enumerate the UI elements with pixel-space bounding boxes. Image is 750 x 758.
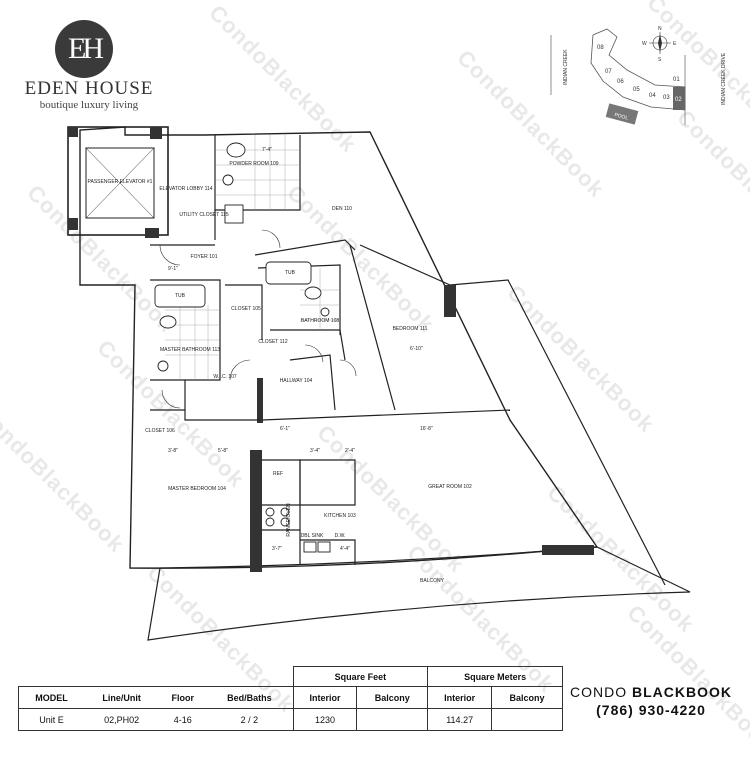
fixture-label-range: RANGE/OVEN [286,503,292,537]
contact-brand-prefix: CONDO [570,684,632,700]
fixture-label-sink: DBL SINK [301,533,324,539]
svg-text:03: 03 [663,95,670,101]
spec-table: Square Feet Square Meters MODEL Line/Uni… [18,666,563,731]
contact-brand: CONDO BLACKBOOK [566,684,736,700]
cell-model: Unit E [18,708,85,731]
cell-sqft-balcony [356,708,428,731]
room-label-bedroom: BEDROOM 111 [393,326,428,332]
room-label-master-bath: MASTER BATHROOM 113 [160,347,220,353]
svg-text:9'-1": 9'-1" [168,266,178,272]
room-label-foyer: FOYER 101 [191,254,218,260]
room-label-wic: W.I.C. 107 [213,374,237,380]
cell-sqm-interior: 114.27 [427,708,492,731]
brand-tagline: boutique luxury living [39,99,139,111]
svg-text:POOL: POOL [614,112,629,121]
header-line-unit: Line/Unit [102,692,141,703]
keyplan-street-right: INDIAN CREEK DRIVE [721,52,727,105]
room-label-closet-c: CLOSET 106 [145,428,175,434]
sink-icon [303,541,317,553]
sink-icon [222,174,234,186]
brand-name: EDEN HOUSE [24,78,154,99]
cell-sqm-balcony [491,708,563,731]
room-label-utility: UTILITY CLOSET 115 [179,212,228,218]
fixture-label-dw: D.W. [335,533,346,539]
sink-icon [320,307,330,317]
svg-text:E: E [673,41,677,47]
header-sqm-interior: Interior [427,686,492,709]
contact-block: CONDO BLACKBOOK (786) 930-4220 [566,684,736,718]
sink-icon [317,541,331,553]
toilet-icon [159,315,177,329]
fixture-label-ref: REF [273,471,283,477]
room-label-closet-b: CLOSET 112 [258,339,287,345]
svg-text:08: 08 [597,45,604,51]
keyplan-street-left: INDIAN CREEK [563,49,569,85]
svg-text:W: W [642,41,647,47]
header-bed-baths: Bed/Baths [227,692,272,703]
svg-text:3'-7": 3'-7" [272,546,282,552]
header-floor: Floor [171,692,195,703]
toilet-icon [226,142,246,158]
cell-line-unit: 02,PH02 [104,714,140,725]
room-label-great-room: GREAT ROOM 102 [428,484,472,490]
room-label-balcony: BALCONY [420,578,445,584]
keyplan-unit-highlight [673,87,685,110]
keyplan-pool [605,103,639,125]
svg-text:S: S [658,57,662,63]
cell-bed-baths: 2 / 2 [240,714,259,725]
header-sqm-balcony: Balcony [491,686,563,709]
brand-logo-mark: EH [55,20,113,78]
cell-sqft-interior: 1230 [292,708,357,731]
room-label-hallway: HALLWAY 104 [280,378,313,384]
svg-text:6'-1": 6'-1" [280,426,290,432]
svg-text:7'-4": 7'-4" [262,147,272,153]
svg-text:01: 01 [673,77,680,83]
svg-text:05: 05 [633,87,640,93]
svg-text:07: 07 [605,69,612,75]
room-label-den: DEN 110 [332,206,352,212]
stove-burner-icon [280,507,290,517]
sqm-group-header: Square Meters [427,666,563,687]
svg-text:3'-8": 3'-8" [168,448,178,454]
room-label-bathroom: BATHROOM 108 [301,318,339,324]
room-label-closet-a: CLOSET 105 [231,306,261,312]
svg-text:16'-8": 16'-8" [420,426,433,432]
svg-text:04: 04 [649,93,656,99]
svg-text:N: N [658,26,662,32]
svg-text:06: 06 [617,79,624,85]
svg-text:3'-4": 3'-4" [310,448,320,454]
stove-burner-icon [280,517,290,527]
floor-plan: PASSENGER ELEVATOR #1 ELEVATOR LOBBY 114… [67,126,691,641]
header-sqft-balcony: Balcony [356,686,428,709]
room-label-master-bedroom: MASTER BEDROOM 104 [168,486,226,492]
stove-burner-icon [265,507,275,517]
svg-text:6'-10": 6'-10" [410,346,423,352]
svg-text:02: 02 [675,97,682,103]
bathtub-icon [265,261,312,285]
contact-phone: (786) 930-4220 [596,702,706,718]
key-plan: INDIAN CREEK INDIAN CREEK DRIVE N S E W … [550,26,727,125]
svg-text:4'-4": 4'-4" [340,546,350,552]
header-sqft-interior: Interior [292,686,357,709]
room-label-kitchen: KITCHEN 103 [324,513,356,519]
header-model: MODEL [18,686,85,709]
room-label-elevator: PASSENGER ELEVATOR #1 [88,179,153,185]
room-label-powder: POWDER ROOM 109 [229,161,278,167]
sink-icon [157,360,169,372]
room-label-tub2: TUB [175,293,186,299]
utility-closet [224,204,244,224]
bathtub-icon [154,284,206,308]
toilet-icon [304,286,322,300]
svg-text:5'-8": 5'-8" [218,448,228,454]
contact-brand-suffix: BLACKBOOK [632,684,732,700]
stove-burner-icon [265,517,275,527]
sqft-group-header: Square Feet [292,666,429,687]
room-label-tub1: TUB [285,270,296,276]
compass-icon: N S E W [642,26,677,63]
cell-floor: 4-16 [173,714,192,725]
svg-text:2'-4": 2'-4" [345,448,355,454]
room-label-elevator-lobby: ELEVATOR LOBBY 114 [159,186,212,192]
